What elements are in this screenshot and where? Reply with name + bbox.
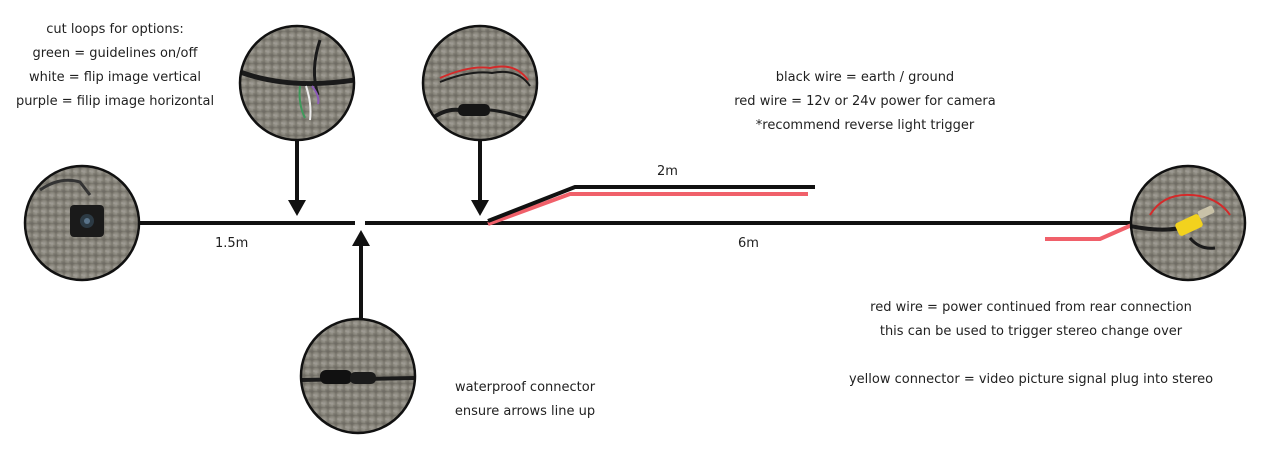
power-photo — [421, 24, 539, 142]
note-options-title: cut loops for options: — [46, 22, 184, 37]
note-power-line: *recommend reverse light trigger — [755, 118, 975, 133]
note-power: black wire = earth / ground red wire = 1… — [715, 66, 1015, 138]
note-rear-line: this can be used to trigger stereo chang… — [879, 324, 1183, 339]
length-first: 1.5m — [215, 236, 249, 251]
note-options: cut loops for options: green = guideline… — [6, 18, 224, 114]
rear-red-wire — [1045, 222, 1135, 241]
rear-photo — [1129, 164, 1247, 282]
note-power-line: red wire = 12v or 24v power for camera — [734, 94, 996, 109]
note-options-line: green = guidelines on/off — [32, 46, 198, 61]
loops-photo — [238, 24, 356, 142]
connector-photo — [299, 317, 417, 435]
camera-photo — [23, 164, 141, 282]
arrow-down-loops — [288, 140, 306, 216]
arrow-down-power — [471, 140, 489, 216]
note-connector-line: waterproof connector — [454, 380, 596, 395]
note-rear: red wire = power continued from rear con… — [826, 296, 1236, 392]
branch-wire-black — [487, 185, 815, 223]
note-power-line: black wire = earth / ground — [775, 70, 955, 85]
note-rear-line: yellow connector = video picture signal … — [848, 372, 1214, 387]
length-main: 6m — [738, 236, 759, 251]
note-options-line: purple = filip image horizontal — [15, 94, 215, 109]
note-rear-line: red wire = power continued from rear con… — [870, 300, 1192, 315]
note-rear-line — [826, 344, 1236, 368]
branch-wire-red — [487, 192, 808, 226]
note-connector-line: ensure arrows line up — [454, 404, 596, 419]
note-options-line: white = flip image vertical — [28, 70, 201, 85]
length-branch: 2m — [657, 164, 678, 179]
arrow-up-connector — [352, 230, 370, 318]
note-connector: waterproof connector ensure arrows line … — [436, 376, 614, 424]
